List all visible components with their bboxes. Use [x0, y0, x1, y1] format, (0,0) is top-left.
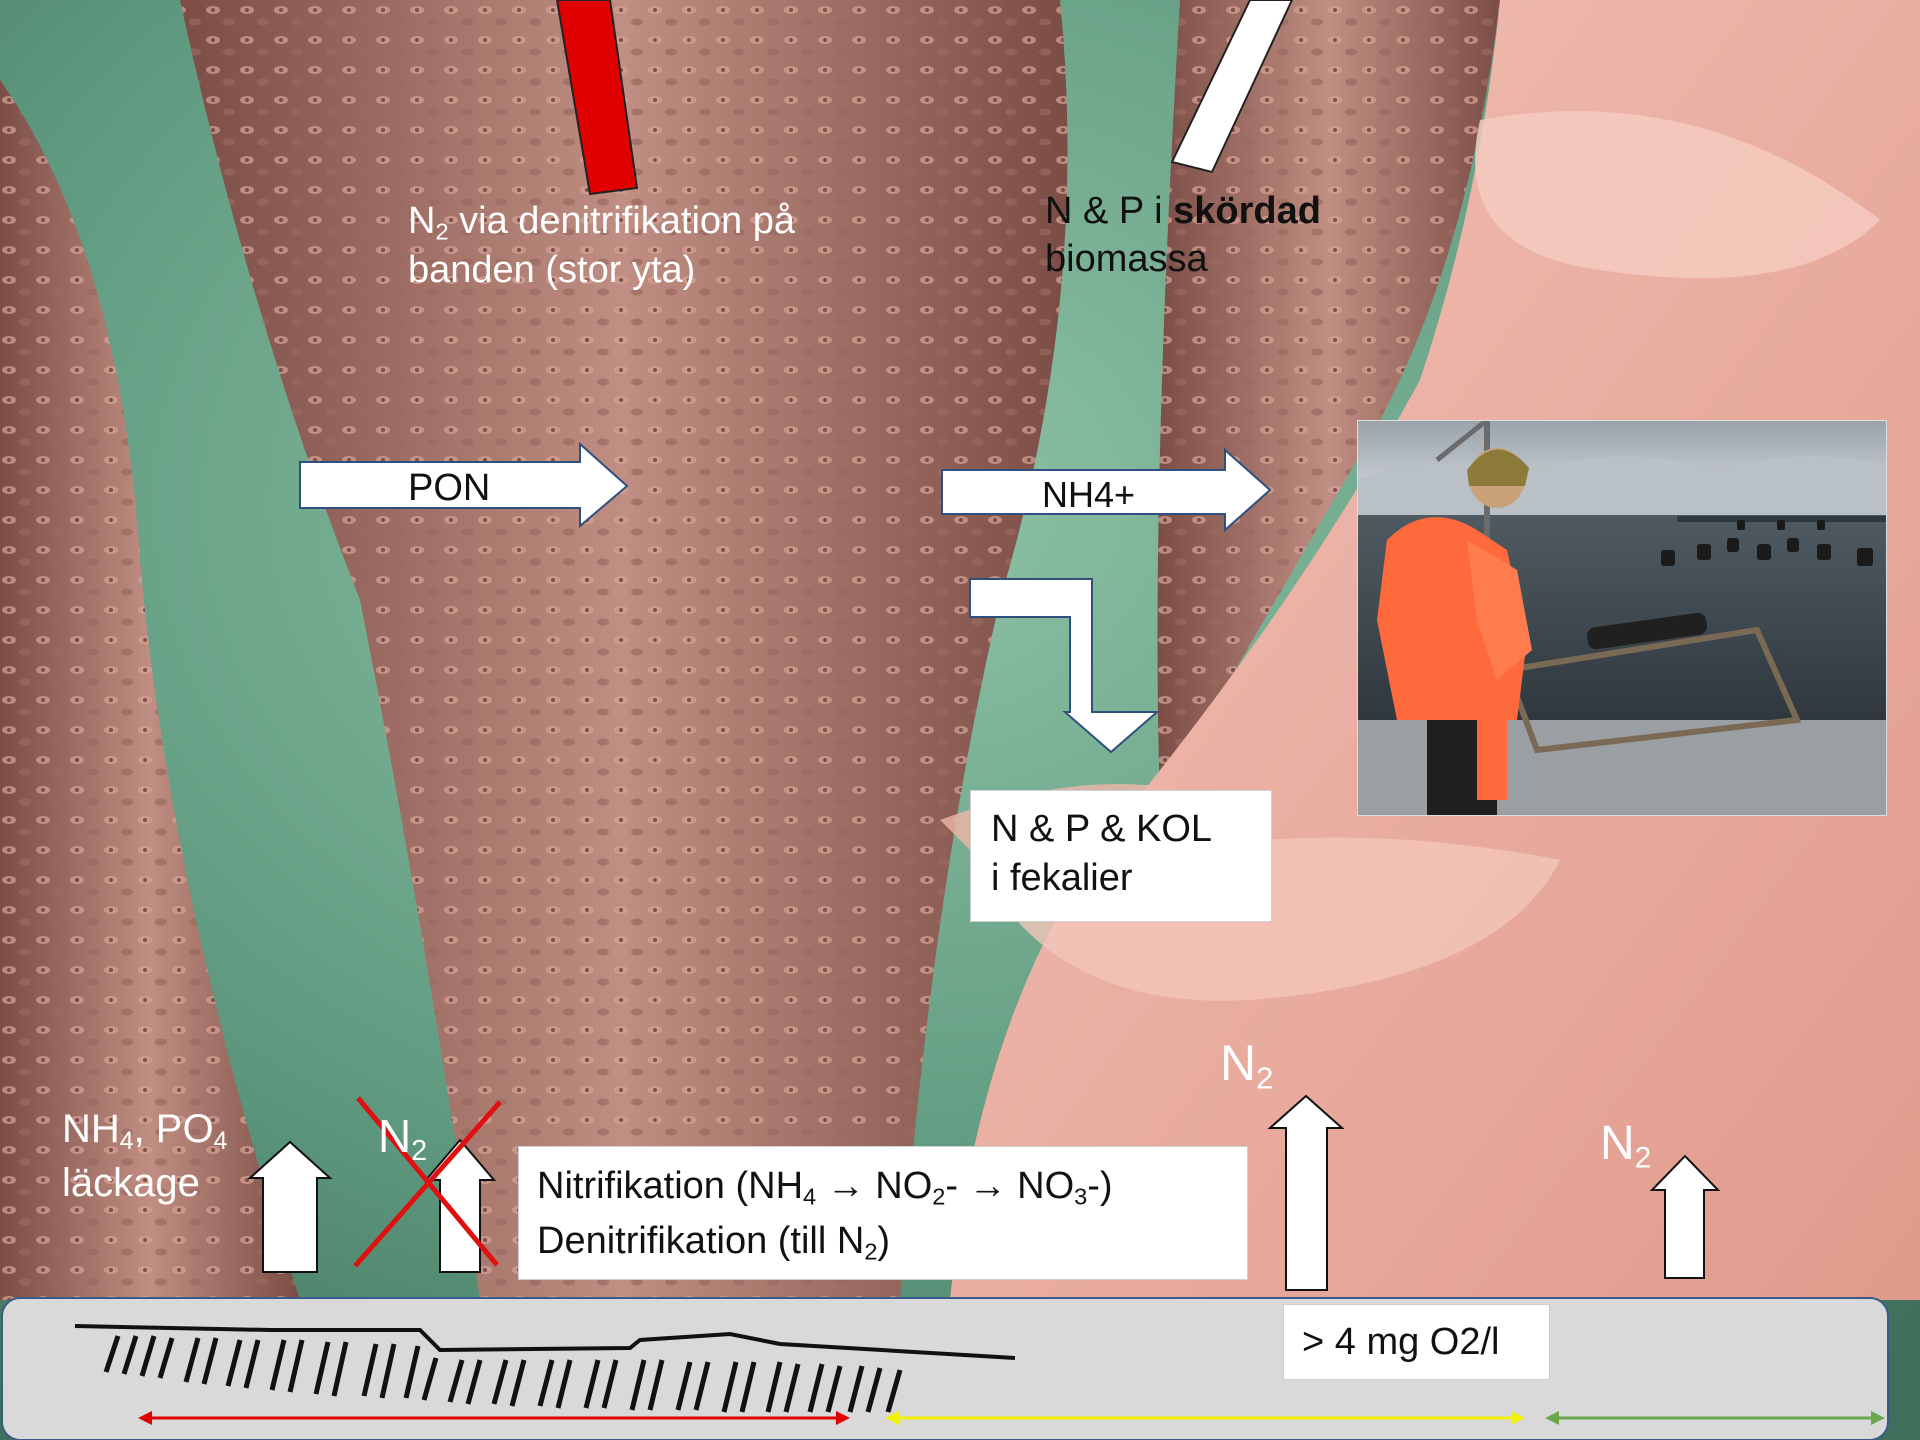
n2-top-sub: 2	[435, 219, 448, 245]
n2-mid-label: N2	[1220, 1032, 1273, 1098]
feces-line2: i fekalier	[991, 857, 1133, 899]
n2-right-sub: 2	[1635, 1141, 1652, 1174]
nitri-arrow2: - → NO	[945, 1165, 1074, 1207]
denitri-pre: Denitrifikation (till N	[537, 1220, 864, 1262]
n2-mid-sub: 2	[1256, 1061, 1273, 1096]
oxygen-box: > 4 mg O2/l	[1283, 1304, 1550, 1380]
nitri-pre: Nitrifikation (NH	[537, 1165, 803, 1207]
process-box: Nitrifikation (NH4 → NO2- → NO3-) Denitr…	[518, 1146, 1248, 1280]
harvest-bold: skördad	[1173, 190, 1321, 232]
leak-line2: läckage	[62, 1161, 200, 1205]
leak-mid: , PO	[134, 1107, 214, 1151]
nitri-sub2: 2	[932, 1184, 945, 1210]
denitri-sub2: 2	[864, 1239, 877, 1265]
n2-mid-main: N	[1220, 1035, 1256, 1091]
n2-crossed-sub: 2	[411, 1135, 427, 1167]
nitri-sub3: 3	[1074, 1184, 1087, 1210]
nitri-sub4: 4	[803, 1184, 816, 1210]
leak-sub4a: 4	[120, 1128, 134, 1155]
oxygen-text: > 4 mg O2/l	[1302, 1319, 1499, 1367]
process-text: Nitrifikation (NH4 → NO2- → NO3-) Denitr…	[537, 1159, 1113, 1269]
n2-top-line2: banden (stor yta)	[408, 249, 695, 291]
pon-label: PON	[408, 465, 490, 513]
harvest-pre: N & P i	[1045, 190, 1173, 232]
denitri-end: )	[877, 1220, 890, 1262]
harvest-line2: biomassa	[1045, 238, 1208, 280]
n2-denitrification-label: N2 via denitrifikation på banden (stor y…	[408, 198, 795, 295]
n2-top-rest: via denitrifikation på	[449, 200, 795, 242]
leak-label: NH4, PO4 läckage	[62, 1104, 227, 1208]
nitri-end: -)	[1087, 1165, 1112, 1207]
harvest-label: N & P i skördad biomassa	[1045, 188, 1321, 283]
n2-top-main: N	[408, 200, 435, 242]
n2-right-label: N2	[1600, 1114, 1651, 1177]
feces-line1: N & P & KOL	[991, 808, 1212, 850]
nh4plus-label: NH4+	[1042, 472, 1135, 517]
n2-crossed-main: N	[378, 1110, 411, 1162]
leak-sub4b: 4	[214, 1128, 228, 1155]
leak-nh: NH	[62, 1107, 120, 1151]
n2-crossed-label: N2	[378, 1108, 427, 1170]
feces-box: N & P & KOL i fekalier	[970, 790, 1272, 922]
n2-right-main: N	[1600, 1117, 1635, 1170]
feces-text: N & P & KOL i fekalier	[991, 805, 1212, 904]
nitri-arrow1: → NO	[816, 1165, 932, 1207]
researcher-on-boat-photo	[1357, 420, 1887, 816]
